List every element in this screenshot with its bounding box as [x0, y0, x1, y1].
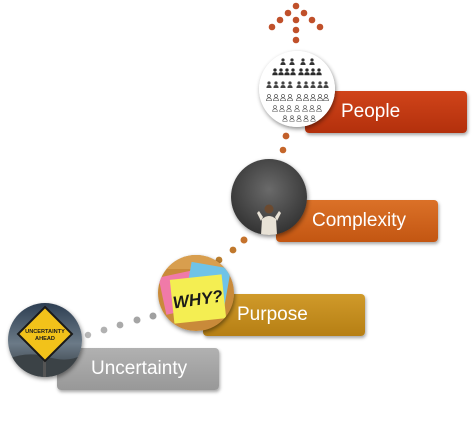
- connector-dot: [149, 312, 157, 320]
- connector-dot: [116, 321, 124, 329]
- step-label-complexity: Complexity: [312, 210, 406, 231]
- connector-dot: [229, 246, 237, 254]
- people-image: [259, 51, 335, 127]
- arrow-dot: [292, 26, 300, 34]
- arrow-dot: [308, 16, 316, 24]
- step-label-people: People: [341, 101, 401, 122]
- uncertainty-image: UNCERTAINTY AHEAD: [8, 303, 82, 377]
- crowd-icon: [266, 58, 329, 122]
- purpose-image: WHY?: [158, 255, 234, 331]
- svg-text:UNCERTAINTY: UNCERTAINTY: [25, 329, 65, 335]
- step-label-purpose: Purpose: [237, 304, 308, 325]
- connector-dot: [84, 331, 92, 339]
- step-bar-uncertainty: Uncertainty: [57, 348, 219, 390]
- warning-sign-icon: UNCERTAINTY AHEAD: [16, 305, 74, 363]
- arrow-dot: [276, 16, 284, 24]
- arrow-dot: [292, 2, 300, 10]
- sticky-note-icon: [169, 274, 227, 324]
- connector-dot: [282, 132, 290, 140]
- arrow-dot: [268, 23, 276, 31]
- person-icon: [257, 204, 281, 235]
- svg-text:AHEAD: AHEAD: [35, 336, 55, 342]
- arrow-dot: [316, 23, 324, 31]
- arrow-dot: [300, 9, 308, 17]
- step-label-uncertainty: Uncertainty: [91, 358, 188, 379]
- arrow-dot: [292, 16, 300, 24]
- arrow-dot: [292, 36, 300, 44]
- connector-dot: [240, 236, 248, 244]
- connector-dot: [133, 316, 141, 324]
- connector-dot: [279, 146, 287, 154]
- arrow-dot: [284, 9, 292, 17]
- connector-dot: [100, 326, 108, 334]
- complexity-image: [231, 159, 307, 235]
